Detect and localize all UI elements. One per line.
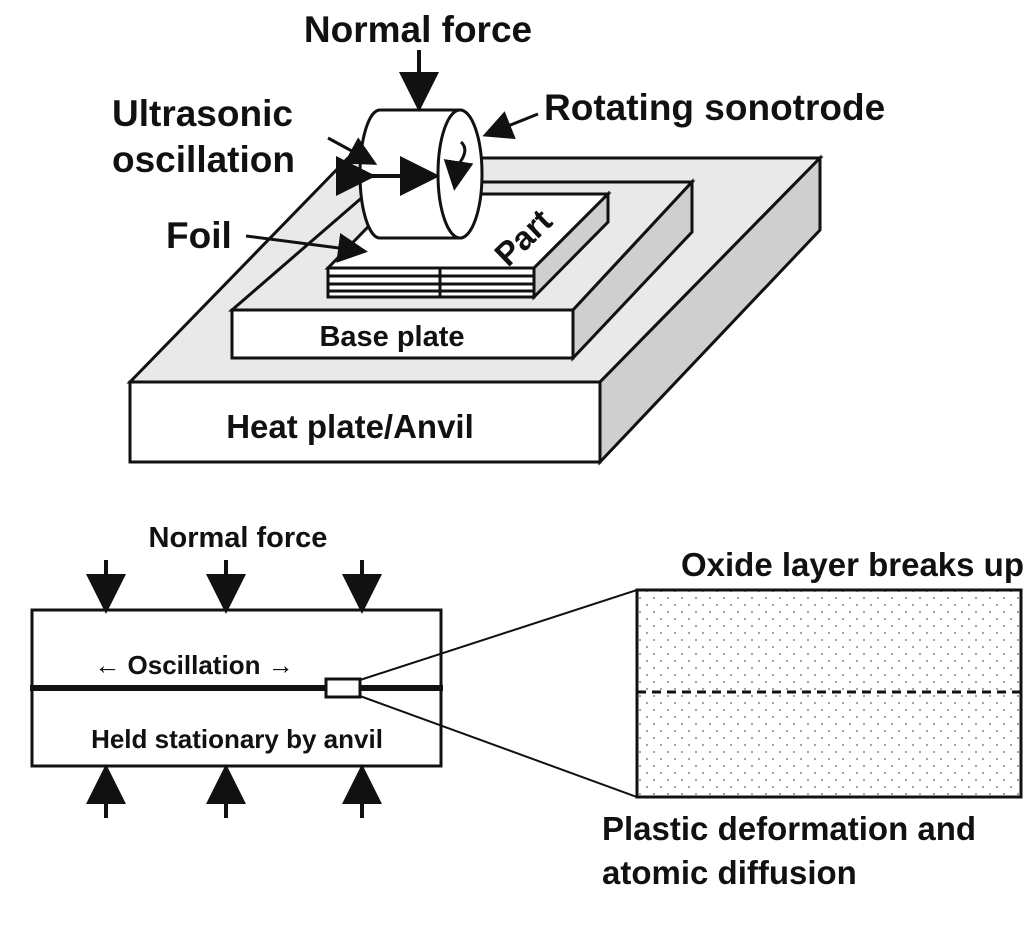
zoom-line-upper	[359, 589, 638, 681]
ultrasonic-leader	[327, 136, 378, 165]
foil-leader	[245, 233, 368, 263]
held-stationary-label: Held stationary by anvil	[91, 724, 383, 754]
rotating-sonotrode-label: Rotating sonotrode	[544, 87, 885, 128]
magnified-interface	[635, 588, 1023, 799]
oscillation-label: ← Oscillation →	[94, 650, 293, 680]
rotating-sonotrode-leader	[482, 111, 539, 140]
oxide-layer-label: Oxide layer breaks up	[681, 546, 1024, 583]
oscillation-label: oscillation	[112, 139, 295, 180]
atomic-diffusion-label: atomic diffusion	[602, 854, 857, 891]
plastic-deformation-label: Plastic deformation and	[602, 810, 976, 847]
base-plate-label: Base plate	[319, 321, 464, 353]
heat-plate-label: Heat plate/Anvil	[226, 408, 474, 445]
cross-section-block	[30, 608, 443, 768]
bottom-normal-force-label: Normal force	[149, 522, 328, 554]
foil-label: Foil	[166, 215, 232, 256]
top-normal-force-label: Normal force	[304, 9, 532, 50]
zoom-line-lower	[359, 695, 638, 798]
ultrasonic-label: Ultrasonic	[112, 93, 293, 134]
